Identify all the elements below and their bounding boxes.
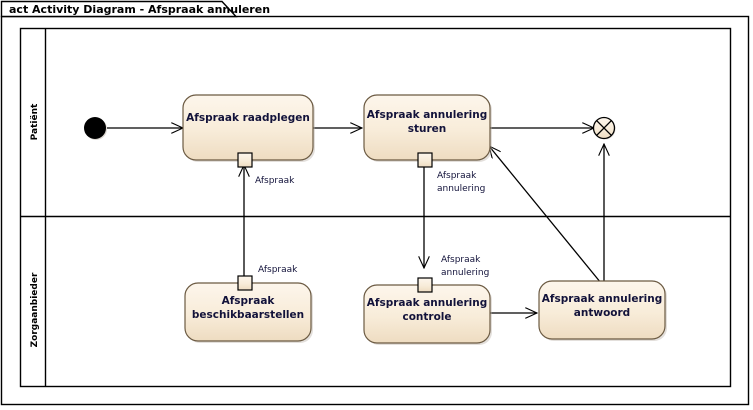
action-label-line1: Afspraak annulering xyxy=(542,293,662,305)
action-label-line2: sturen xyxy=(408,123,447,135)
lane-label-zorgaanbieder: Zorgaanbieder xyxy=(30,272,40,347)
initial-node xyxy=(84,117,107,140)
diagram-title: act Activity Diagram - Afspraak annulere… xyxy=(9,3,270,16)
action-afspraak-raadplegen[interactable]: Afspraak raadplegen xyxy=(182,94,315,162)
action-label-line1: Afspraak annulering xyxy=(367,297,487,309)
action-label-line2: beschikbaarstellen xyxy=(192,309,304,321)
lane-label-patient: Patiënt xyxy=(30,103,40,140)
pin-sturen-output[interactable] xyxy=(417,152,433,168)
pin-label-beschikbaarstellen-output: Afspraak xyxy=(258,265,298,275)
action-afspraak-annulering-controle[interactable]: Afspraak annulering controle xyxy=(363,284,492,345)
pin-raadplegen-input[interactable] xyxy=(237,152,253,168)
action-afspraak-annulering-sturen[interactable]: Afspraak annulering sturen xyxy=(363,94,492,162)
action-label-line2: controle xyxy=(402,311,451,323)
pin-label-sturen-line1: Afspraak xyxy=(437,171,477,181)
flow-final-node xyxy=(592,116,616,140)
flow-antwoord-to-sturen xyxy=(489,146,602,284)
lane-header-zorgaanbieder: Zorgaanbieder xyxy=(30,272,40,347)
action-label: Afspraak raadplegen xyxy=(186,112,310,124)
action-label-line1: Afspraak xyxy=(222,295,276,307)
pin-label-controle-line1: Afspraak xyxy=(441,255,481,265)
pin-controle-input[interactable] xyxy=(417,277,433,293)
action-afspraak-beschikbaarstellen[interactable]: Afspraak beschikbaarstellen xyxy=(184,282,313,343)
lane-header-patient: Patiënt xyxy=(30,103,40,140)
pin-label-controle-line2: annulering xyxy=(441,268,489,278)
action-afspraak-annulering-antwoord[interactable]: Afspraak annulering antwoord xyxy=(538,280,667,341)
pin-beschikbaarstellen-output[interactable] xyxy=(237,275,253,291)
action-label-line1: Afspraak annulering xyxy=(367,109,487,121)
connectors xyxy=(107,128,604,313)
action-label-line2: antwoord xyxy=(574,307,630,319)
pin-label-sturen-line2: annulering xyxy=(437,184,485,194)
pin-label-raadplegen-input: Afspraak xyxy=(255,176,295,186)
swimlane-frame xyxy=(19,27,732,388)
